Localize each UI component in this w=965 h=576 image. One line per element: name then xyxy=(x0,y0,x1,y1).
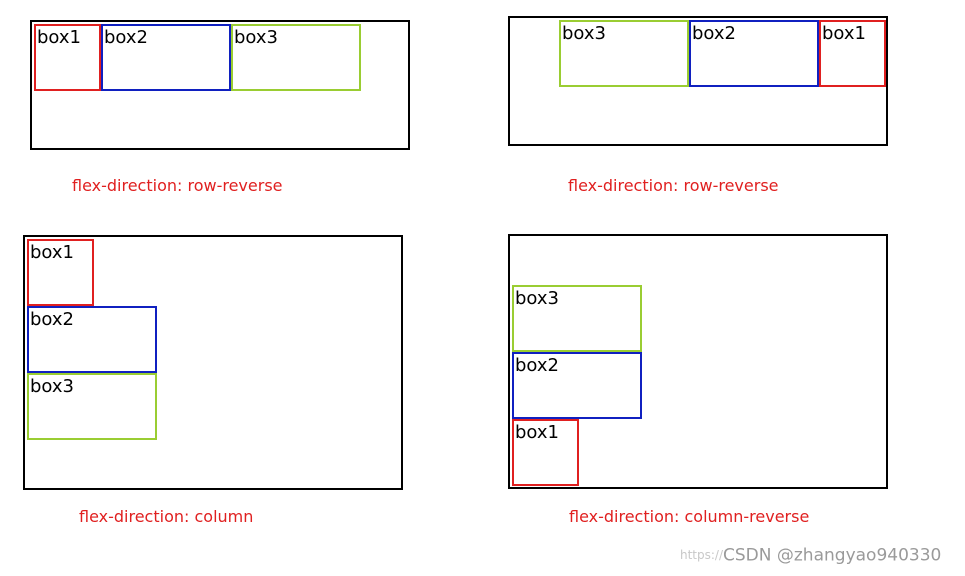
box1: box1 xyxy=(34,24,101,91)
box1: box1 xyxy=(27,239,94,306)
box3: box3 xyxy=(231,24,361,91)
panel-bottom-left: box1 box2 box3 xyxy=(23,235,403,490)
box3: box3 xyxy=(27,373,157,440)
watermark: https://CSDN @zhangyao940330 xyxy=(680,545,941,566)
caption-bottom-left: flex-direction: column xyxy=(79,507,254,526)
watermark-url: https:// xyxy=(680,548,724,562)
box2: box2 xyxy=(689,20,819,87)
box1: box1 xyxy=(819,20,886,87)
panel-top-left: box1 box2 box3 xyxy=(30,20,410,150)
box3: box3 xyxy=(559,20,689,87)
caption-top-left: flex-direction: row-reverse xyxy=(72,176,283,195)
watermark-text: CSDN @zhangyao940330 xyxy=(723,545,942,566)
box2: box2 xyxy=(101,24,231,91)
panel-top-right: box3 box2 box1 xyxy=(508,16,888,146)
caption-top-right: flex-direction: row-reverse xyxy=(568,176,779,195)
box1: box1 xyxy=(512,419,579,486)
caption-bottom-right: flex-direction: column-reverse xyxy=(569,507,810,526)
box3: box3 xyxy=(512,285,642,352)
panel-bottom-right: box3 box2 box1 xyxy=(508,234,888,489)
box2: box2 xyxy=(512,352,642,419)
box2: box2 xyxy=(27,306,157,373)
